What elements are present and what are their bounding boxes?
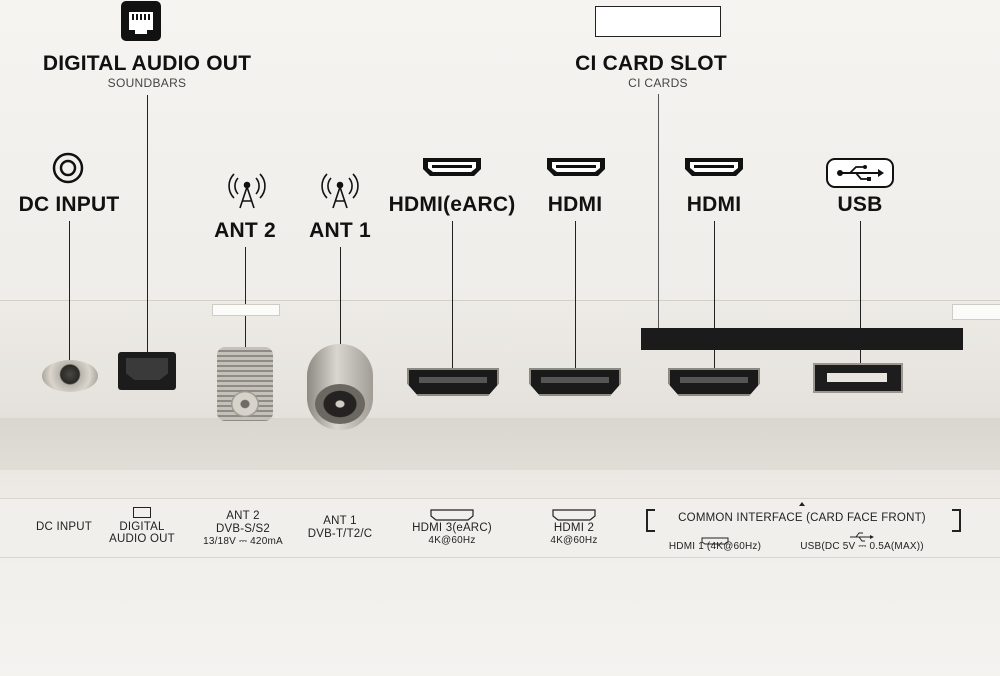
antenna-icon (321, 168, 359, 210)
panel-shadow (0, 418, 1000, 478)
hdmi-a-title: HDMI (547, 193, 603, 216)
ant2-title: ANT 2 (214, 219, 276, 242)
hdmi1-port[interactable] (668, 368, 760, 396)
ethernet-icon (120, 0, 162, 42)
strip-digital-l2: AUDIO OUT (109, 533, 175, 545)
card-icon (595, 6, 721, 37)
usb-icon (826, 158, 894, 188)
strip-hdmi3-l2: 4K@60Hz (428, 535, 476, 546)
dc-input-title: DC INPUT (18, 193, 120, 216)
ant1-connector[interactable] (307, 344, 373, 430)
bracket-left (646, 509, 655, 532)
digital-audio-out-subtitle: SOUNDBARS (107, 76, 187, 90)
bracket-right (952, 509, 961, 532)
strip-ant1-l1: ANT 1 (323, 515, 357, 527)
hdmi-icon (701, 532, 729, 545)
hdmi-icon (683, 156, 745, 178)
background-top (0, 0, 1000, 300)
hdmi-b-title: HDMI (686, 193, 742, 216)
ci-slot-leader (658, 94, 659, 336)
strip-ant2-l2: DVB-S/S2 (215, 523, 271, 535)
strip-hdmi2-l2: 4K@60Hz (550, 535, 598, 546)
strip-ant2-l1: ANT 2 (226, 510, 260, 522)
hdmi-icon (552, 508, 596, 521)
hdmi-icon (430, 508, 474, 521)
digital-audio-port[interactable] (118, 352, 176, 390)
strip-common-interface: COMMON INTERFACE (CARD FACE FRONT) (678, 512, 926, 524)
ant2-connector[interactable] (217, 347, 273, 421)
hdmi-earc-title: HDMI(eARC) (388, 193, 516, 216)
hdmi3-earc-port[interactable] (407, 368, 499, 396)
strip-digital-l1: DIGITAL (119, 521, 165, 533)
usb-leader (860, 221, 861, 376)
hdmi-icon (421, 156, 483, 178)
ant1-leader (340, 247, 341, 367)
strip-hdmi3-l1: HDMI 3(eARC) (412, 522, 492, 534)
hdmi-earc-leader (452, 221, 453, 378)
antenna-icon (228, 168, 266, 210)
strip-ant1-l2: DVB-T/T2/C (307, 528, 373, 540)
strip-dc-input: DC INPUT (36, 521, 92, 533)
dc-power-icon (52, 152, 84, 184)
strip-ant2-l3: 13/18V ⎓ 420mA (203, 536, 283, 547)
ant1-title: ANT 1 (309, 219, 371, 242)
panel-clip (952, 304, 1000, 320)
usb-title: USB (837, 193, 883, 216)
dc-input-leader (69, 221, 70, 375)
digital-audio-out-title: DIGITAL AUDIO OUT (42, 52, 252, 75)
usb-icon (848, 530, 876, 542)
ci-card-slot[interactable] (641, 328, 963, 350)
hdmi-b-leader (714, 221, 715, 378)
hdmi2-port[interactable] (529, 368, 621, 396)
card-icon (133, 507, 151, 518)
panel-clip (212, 304, 280, 316)
ci-card-slot-subtitle: CI CARDS (628, 76, 688, 90)
bracket-tick (799, 502, 805, 506)
hdmi-a-leader (575, 221, 576, 378)
strip-hdmi2-l1: HDMI 2 (553, 522, 595, 534)
dc-input-port[interactable] (42, 360, 98, 392)
hdmi-icon (545, 156, 607, 178)
usb-port[interactable] (813, 363, 903, 393)
strip-usb: USB(DC 5V ⎓ 0.5A(MAX)) (800, 541, 924, 552)
digital-audio-leader (147, 95, 148, 357)
ci-card-slot-title: CI CARD SLOT (575, 52, 727, 75)
label-strip (0, 498, 1000, 558)
strip-hdmi1: HDMI 1 (4K@60Hz) (668, 541, 762, 552)
